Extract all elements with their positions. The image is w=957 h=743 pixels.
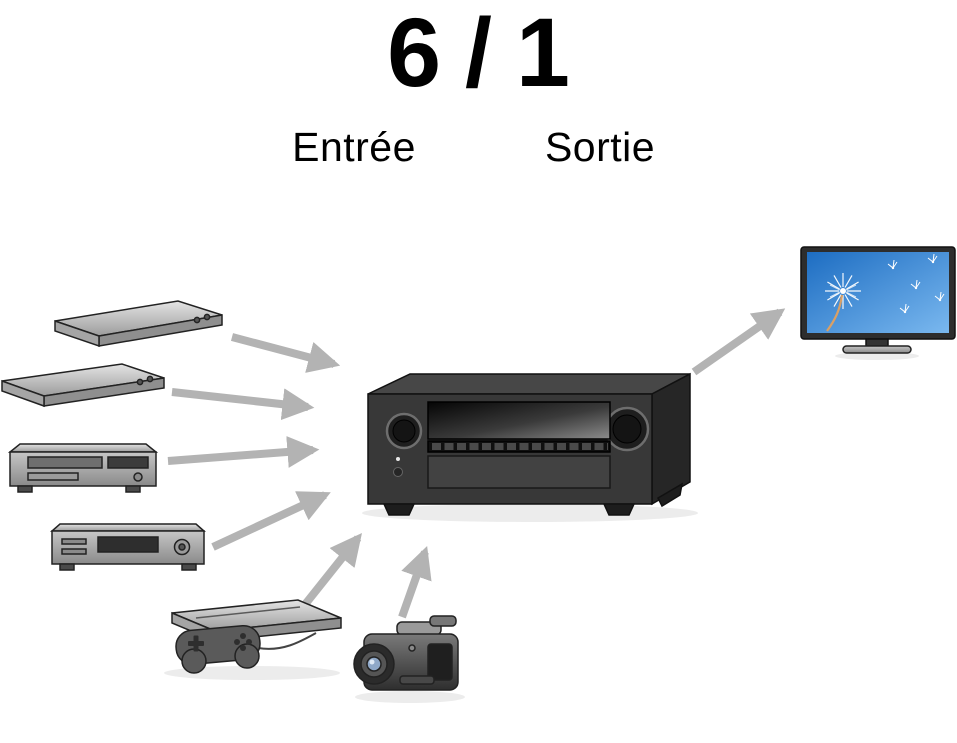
arrow-input-6 <box>398 545 432 619</box>
arrow-input-3 <box>167 435 320 468</box>
ratio-separator: / <box>465 0 492 107</box>
arrow-input-5 <box>299 532 362 610</box>
arrow-output <box>691 308 786 376</box>
disc-player-2-icon <box>1 363 165 408</box>
gamepad-icon <box>175 624 261 674</box>
dandelion-icon <box>825 273 861 309</box>
input-arrows <box>167 333 432 619</box>
camcorder-icon <box>353 615 459 691</box>
input-count: 6 <box>387 0 442 107</box>
output-count: 1 <box>515 0 570 107</box>
audio-deck-icon <box>50 523 206 571</box>
cd-player-icon <box>7 443 159 493</box>
ratio-title: 6 / 1 <box>0 2 957 104</box>
av-receiver-icon <box>367 372 691 516</box>
arrow-input-2 <box>171 388 315 421</box>
arrow-input-4 <box>211 491 331 551</box>
input-label: Entrée <box>292 124 416 170</box>
dandelion-seeds-icon <box>887 253 945 314</box>
output-label: Sortie <box>544 124 656 170</box>
arrow-input-1 <box>230 333 341 373</box>
tv-icon <box>800 246 956 354</box>
game-console-icon <box>171 599 342 674</box>
disc-player-1-icon <box>54 300 223 348</box>
